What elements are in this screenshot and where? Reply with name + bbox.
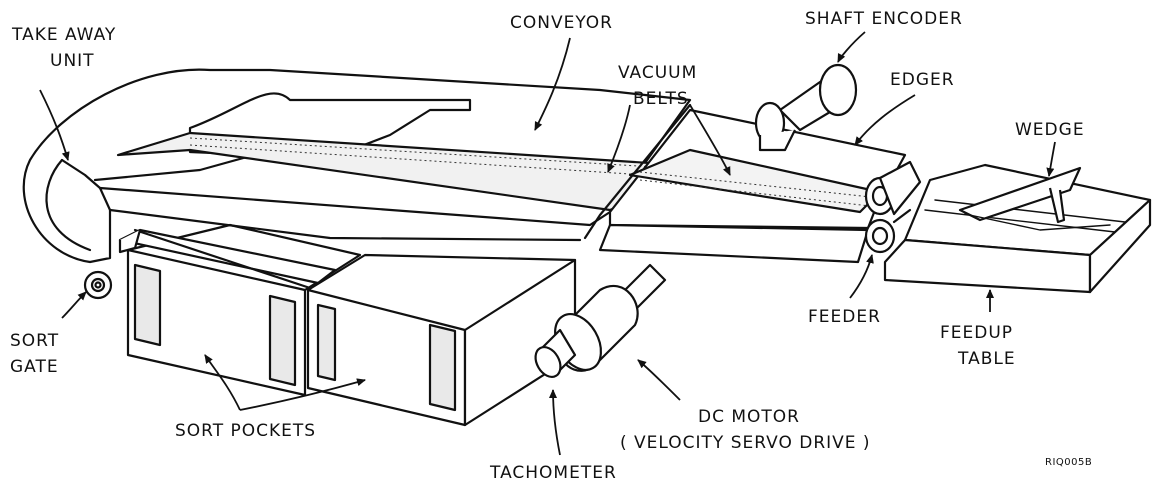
feeder	[864, 160, 922, 254]
feedup-table	[883, 163, 1152, 294]
dc-motor-arrow	[637, 359, 681, 401]
label-take-away-unit-2: UNIT	[50, 51, 95, 71]
shaft-encoder-arrow	[837, 31, 866, 63]
sort-pockets-arrow-right	[239, 378, 366, 411]
edger-arrow	[854, 94, 916, 146]
feeder-arrow	[849, 254, 874, 299]
label-sort-pockets: SORT POCKETS	[175, 421, 316, 441]
edger	[598, 108, 907, 264]
vacuum-belt-arrow-left	[607, 104, 631, 173]
wedge	[958, 166, 1111, 231]
conveyor-arrow	[534, 37, 571, 131]
label-sort-gate-2: GATE	[10, 357, 59, 377]
label-edger: EDGER	[890, 70, 955, 90]
label-conveyor: CONVEYOR	[510, 13, 613, 33]
shaft-encoder	[754, 63, 858, 152]
label-feeder: FEEDER	[808, 307, 881, 327]
label-feedup-table-1: FEEDUP	[940, 323, 1013, 343]
vacuum-belt-arrow-right	[689, 104, 731, 176]
take-away-unit-arrow	[39, 89, 70, 161]
sort-pocket-right	[306, 253, 577, 427]
label-shaft-encoder: SHAFT ENCODER	[805, 9, 963, 29]
label-tachometer: TACHOMETER	[489, 463, 617, 483]
sort-gate	[83, 228, 337, 300]
label-take-away-unit-1: TAKE AWAY	[11, 25, 116, 45]
label-feedup-table-2: TABLE	[957, 349, 1016, 369]
dc-motor	[534, 263, 667, 379]
sort-gate-arrow	[61, 291, 87, 319]
label-vacuum-belts-1: VACUUM	[618, 63, 697, 83]
label-drawing-id: RIQ005B	[1045, 457, 1092, 468]
label-vacuum-belts-2: BELTS	[633, 89, 689, 109]
wedge-arrow	[1046, 141, 1056, 177]
tachometer-arrow	[549, 389, 561, 456]
sort-pockets-arrow-left	[204, 354, 241, 411]
label-wedge: WEDGE	[1015, 120, 1085, 140]
label-sort-gate-1: SORT	[10, 331, 59, 351]
label-dc-motor-2: ( VELOCITY SERVO DRIVE )	[620, 433, 871, 453]
label-dc-motor-1: DC MOTOR	[698, 407, 800, 427]
